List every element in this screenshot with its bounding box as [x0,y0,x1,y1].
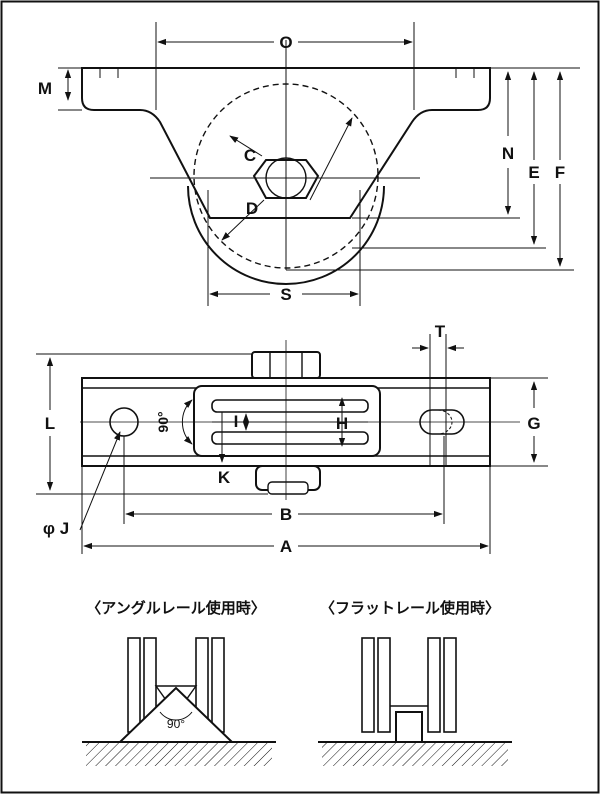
label-N: N [502,144,514,163]
label-C: C [244,146,256,165]
label-E: E [528,163,539,182]
top-dimensions [36,334,548,554]
flat-rail-detail [318,637,512,766]
label-L: L [45,414,55,433]
label-K: K [218,468,231,487]
label-B: B [280,505,292,524]
caption-flat-rail: 〈フラットレール使用時〉 [320,599,500,617]
label-T: T [435,322,446,341]
angle-rail-90-label: 90° [167,717,185,731]
label-phi-J: φ J [43,519,69,538]
label-G: G [527,414,540,433]
label-90-deg: 90° [155,411,171,432]
label-M: M [38,79,52,98]
label-I: I [234,412,239,431]
caption-angle-rail: 〈アングルレール使用時〉 [86,599,265,617]
label-H: H [336,414,348,433]
label-F: F [555,163,565,182]
label-D: D [246,199,258,218]
label-O: O [279,33,292,52]
front-dimensions [58,22,580,306]
angle-rail-detail [82,637,276,766]
label-S: S [280,285,291,304]
label-A: A [280,537,292,556]
